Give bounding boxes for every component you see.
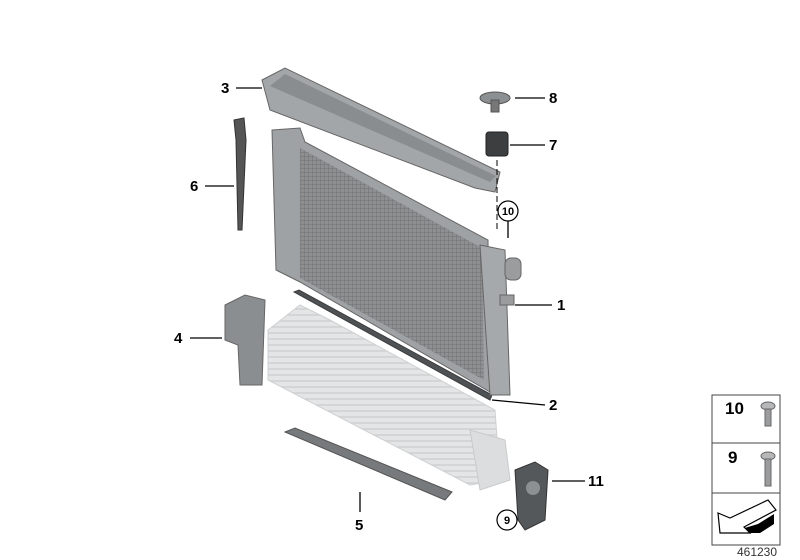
callout-6: 6	[190, 178, 198, 195]
side-bracket-part	[233, 117, 247, 231]
callout-2: 2	[549, 397, 557, 414]
callout-7: 7	[549, 137, 557, 154]
callout-8: 8	[549, 90, 557, 107]
circled-ref-10: 10	[502, 206, 514, 218]
rubber-mount-part	[485, 131, 509, 157]
callout-4: 4	[174, 330, 183, 347]
side-air-guide-part	[224, 294, 266, 386]
intercooler	[267, 304, 511, 491]
lower-air-guide-part	[283, 427, 453, 501]
fastener-legend: 10 9	[711, 394, 781, 546]
legend-number-9: 9	[728, 448, 737, 467]
direction-arrow-icon	[717, 499, 777, 534]
callout-11: 11	[588, 473, 604, 490]
diagram-code: 461230	[737, 545, 777, 559]
short-torx-screw-icon	[760, 401, 776, 427]
callout-1: 1	[557, 297, 565, 314]
callout-3: 3	[221, 80, 229, 97]
legend-number-10: 10	[725, 399, 744, 418]
callout-5: 5	[355, 517, 363, 534]
radiator-part	[271, 127, 522, 396]
expanding-rivet-part	[479, 91, 511, 113]
mount-bracket-part	[514, 461, 549, 531]
circled-ref-9: 9	[504, 515, 510, 527]
long-torx-screw-icon	[760, 451, 776, 487]
